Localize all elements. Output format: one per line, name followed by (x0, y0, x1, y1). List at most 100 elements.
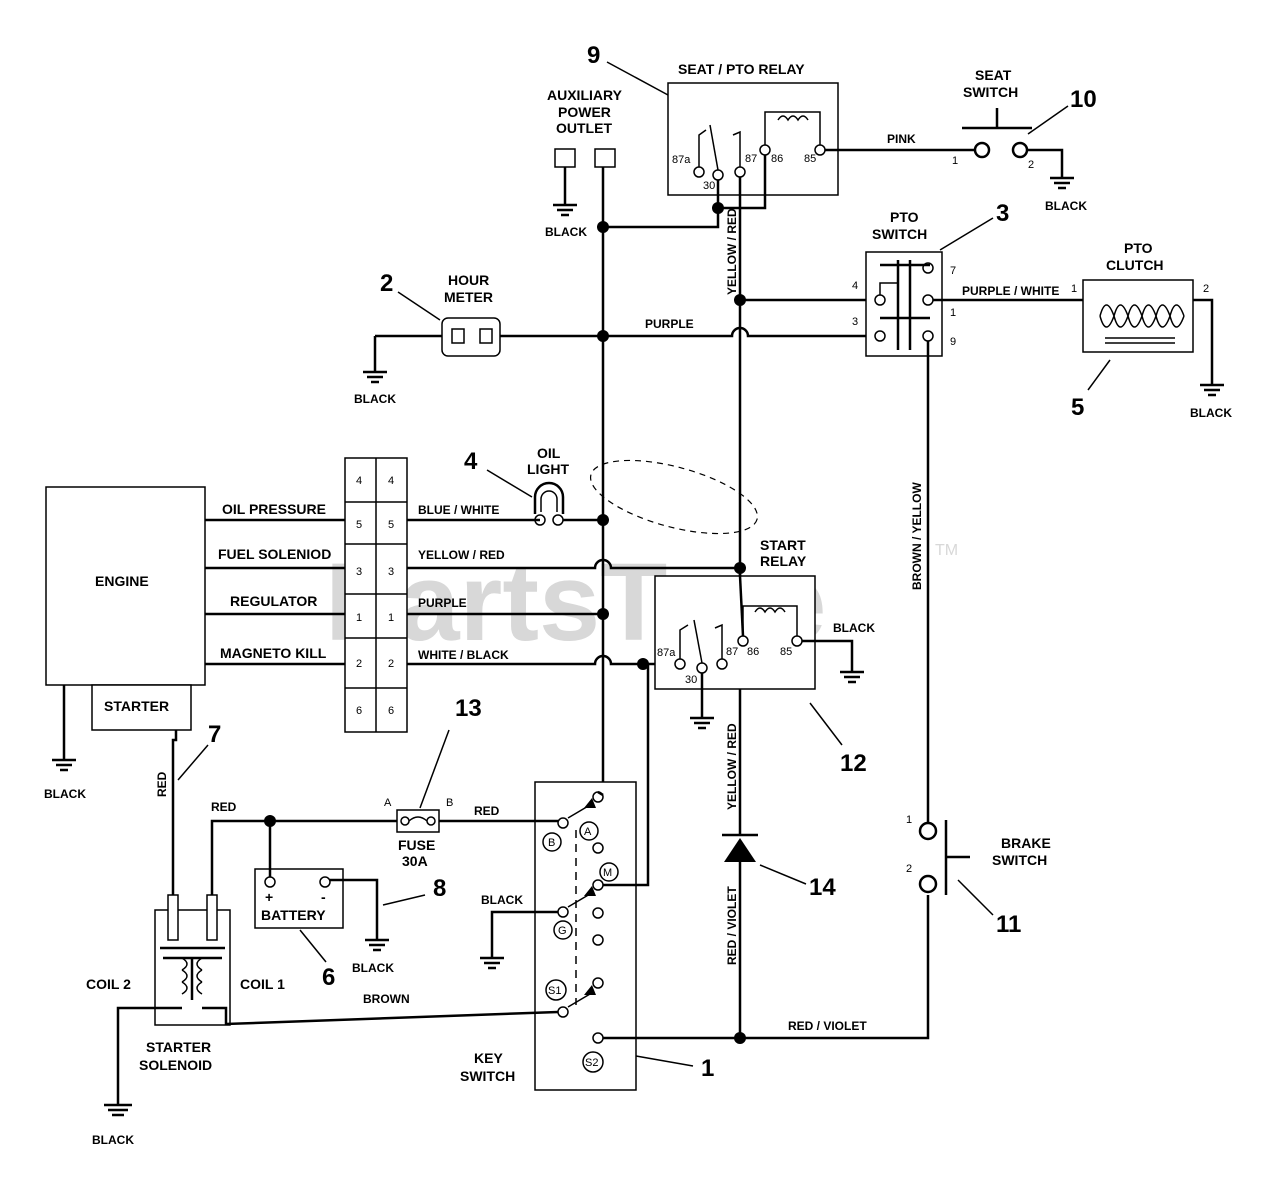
conn-l-1: 1 (356, 612, 362, 624)
pto-switch-label-1: PTO (890, 209, 919, 225)
starter-solenoid-label-2: SOLENOID (139, 1057, 212, 1073)
fuse (270, 809, 558, 833)
oil-light-label-1: OIL (537, 445, 561, 461)
brake-switch (918, 820, 970, 895)
brake-pin2: 2 (906, 863, 912, 875)
fuse-a: A (384, 797, 392, 809)
hour-meter-label-2: METER (444, 289, 493, 305)
brown-wire-label: BROWN (363, 992, 410, 1006)
st-87a: 87a (657, 647, 676, 659)
key-s1-circle (545, 979, 567, 1001)
callout-5: 5 (1071, 394, 1084, 421)
start-relay (654, 568, 864, 730)
conn-r-3: 3 (388, 566, 394, 578)
callout-10: 10 (1070, 86, 1097, 113)
callout-9: 9 (587, 42, 600, 69)
sr-86: 86 (771, 153, 783, 165)
callout-2: 2 (380, 270, 393, 297)
seat-switch-label-1: SEAT (975, 67, 1012, 83)
red-wire-fuse-label: RED (474, 804, 500, 818)
pto-pin3: 3 (852, 316, 858, 328)
conn-r-1: 1 (388, 612, 394, 624)
conn-l-4: 4 (356, 475, 362, 487)
highlight-ellipse (589, 459, 759, 535)
engine-ground-label: BLACK (44, 787, 86, 801)
callout-12: 12 (840, 750, 867, 777)
pto-switch (865, 251, 943, 357)
key-a-circle (579, 821, 599, 841)
pto-switch-label-2: SWITCH (872, 226, 927, 242)
conn-l-3: 3 (356, 566, 362, 578)
seat-ground-label: BLACK (1045, 199, 1087, 213)
aux-label-1: AUXILIARY (547, 87, 623, 103)
red-violet-horizontal-label: RED / VIOLET (788, 1019, 867, 1033)
key-ground-label: BLACK (481, 893, 523, 907)
clutch-pin1: 1 (1071, 283, 1077, 295)
red-battery-label: RED (211, 800, 237, 814)
start-relay-label-1: START (760, 537, 806, 553)
yellow-red-mid-label: YELLOW / RED (418, 548, 505, 562)
engine-regulator: REGULATOR (230, 593, 317, 609)
aux-ground-label: BLACK (545, 225, 587, 239)
callout-6: 6 (322, 964, 335, 991)
engine-magneto-kill: MAGNETO KILL (220, 645, 327, 661)
hour-meter (363, 317, 501, 384)
conn-l-5: 5 (356, 519, 362, 531)
key-b: B (548, 837, 555, 849)
key-switch-label-1: KEY (474, 1050, 503, 1066)
key-s2: S2 (585, 1057, 598, 1069)
watermark-tm: TM (935, 542, 958, 559)
fuse-label-1: FUSE (398, 837, 435, 853)
battery-ground-label: BLACK (352, 961, 394, 975)
red-starter-label: RED (155, 771, 169, 797)
starter-label: STARTER (104, 698, 169, 714)
aux-label-2: POWER (558, 104, 611, 120)
key-a: A (584, 826, 592, 838)
st-30: 30 (685, 674, 697, 686)
fuse-label-2: 30A (402, 853, 428, 869)
callout-3: 3 (996, 200, 1009, 227)
battery-plus: + (265, 889, 273, 905)
key-switch-terminal-b (542, 832, 562, 852)
pto-clutch-label-2: CLUTCH (1106, 257, 1164, 273)
brown-yellow-label: BROWN / YELLOW (910, 482, 924, 590)
key-g-circle (553, 920, 573, 940)
conn-r-4: 4 (388, 475, 394, 487)
clutch-ground-label: BLACK (1190, 406, 1232, 420)
st-86: 86 (747, 646, 759, 658)
pto-pin9: 9 (950, 336, 956, 348)
aux-label-3: OUTLET (556, 120, 612, 136)
engine (45, 486, 206, 772)
callout-4: 4 (464, 448, 478, 475)
yellow-red-upper-label: YELLOW / RED (725, 208, 739, 295)
brake-switch-label-2: SWITCH (992, 852, 1047, 868)
engine-label: ENGINE (95, 573, 149, 589)
engine-fuel-solenoid: FUEL SOLENIOD (218, 546, 331, 562)
seat-pin1: 1 (952, 155, 958, 167)
coil2-label: COIL 2 (86, 976, 131, 992)
pto-pin4: 4 (852, 280, 858, 292)
purple-upper-label: PURPLE (645, 317, 694, 331)
battery-minus: - (321, 889, 326, 905)
starter-solenoid (104, 730, 559, 1117)
starter-solenoid-label-1: STARTER (146, 1039, 211, 1055)
start-relay-ground-label: BLACK (833, 621, 875, 635)
diode (722, 833, 758, 1040)
conn-r-6: 6 (388, 705, 394, 717)
brake-switch-label-1: BRAKE (1001, 835, 1051, 851)
start-relay-label-2: RELAY (760, 553, 807, 569)
key-s2-circle (582, 1051, 604, 1073)
pto-clutch (1082, 279, 1224, 397)
engine-oil-pressure: OIL PRESSURE (222, 501, 326, 517)
sr-30: 30 (703, 180, 715, 192)
white-black-label: WHITE / BLACK (418, 648, 509, 662)
oil-light (533, 481, 603, 526)
seat-pin2: 2 (1028, 159, 1034, 171)
yellow-red-lower-label: YELLOW / RED (725, 723, 739, 810)
conn-r-2: 2 (388, 658, 394, 670)
key-s1: S1 (548, 985, 561, 997)
hour-meter-label-1: HOUR (448, 272, 489, 288)
pto-pin1: 1 (950, 307, 956, 319)
battery (254, 815, 389, 952)
